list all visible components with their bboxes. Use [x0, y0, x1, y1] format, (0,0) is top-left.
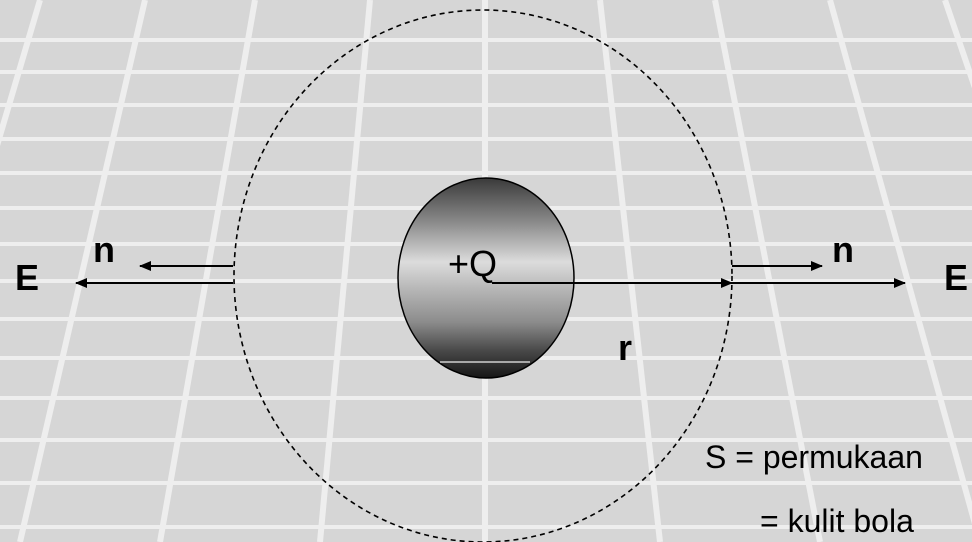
- normal-label-right: n: [832, 229, 854, 270]
- charged-sphere: [397, 177, 575, 379]
- field-label-left: E: [15, 257, 39, 298]
- radius-label: r: [618, 327, 632, 368]
- surface-definition-line1: S = permukaan: [705, 439, 923, 475]
- normal-label-left: n: [93, 229, 115, 270]
- field-label-right: E: [944, 257, 968, 298]
- gaussian-surface: [233, 9, 733, 542]
- surface-definition-line2: = kulit bola: [760, 503, 914, 539]
- charge-label: +Q: [448, 243, 497, 284]
